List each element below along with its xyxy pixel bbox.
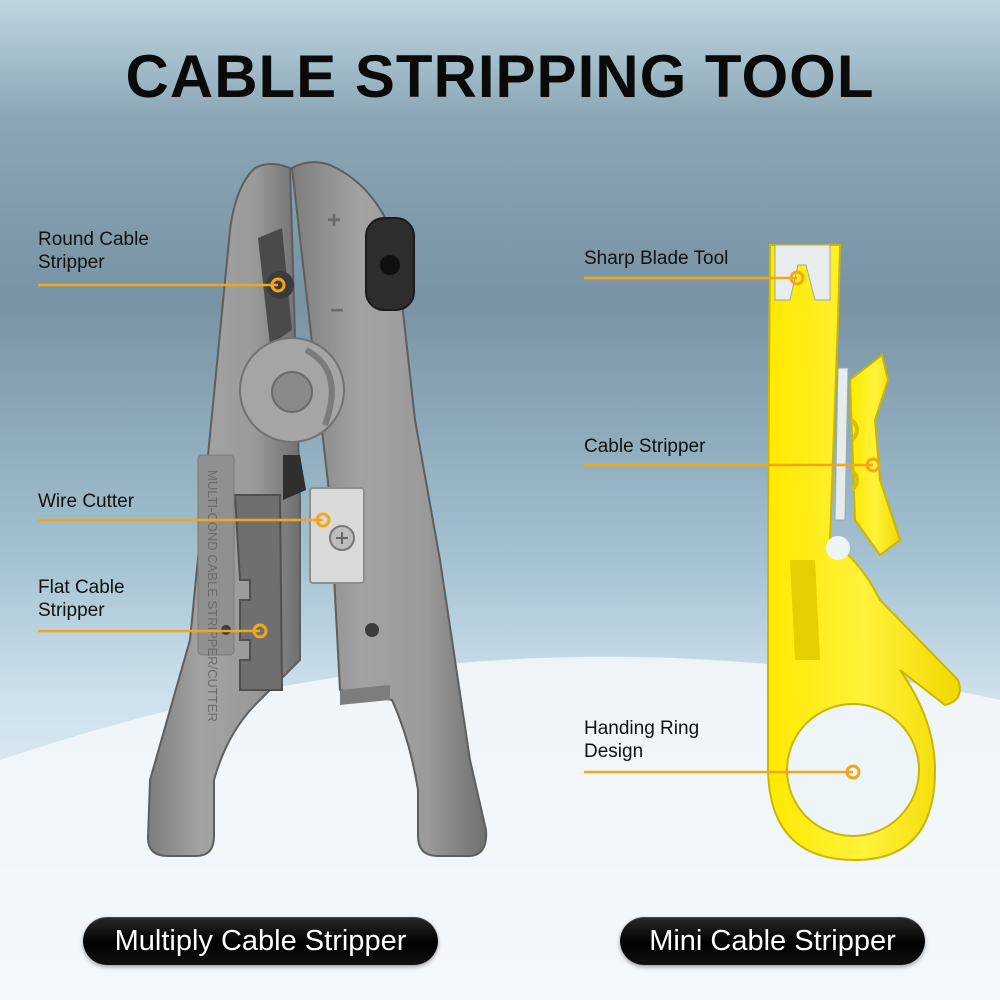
page-title: CABLE STRIPPING TOOL bbox=[125, 43, 875, 110]
callout-flat-cable-stripper: Flat Cable Stripper bbox=[38, 577, 125, 621]
sharp-blade bbox=[774, 244, 831, 301]
callout-handing-ring-design: Handing Ring Design bbox=[584, 718, 700, 762]
callout-cable-stripper: Cable Stripper bbox=[584, 436, 706, 457]
pivot-arc bbox=[304, 347, 335, 427]
label-multiply-cable-stripper: Multiply Cable Stripper bbox=[83, 917, 438, 965]
multi-cable-stripper: + − MULTI-COND CABLE STRIPPER/CUTTER bbox=[146, 161, 488, 857]
grip-recess bbox=[790, 560, 820, 660]
callout-dot bbox=[789, 270, 805, 286]
pivot-screw bbox=[271, 371, 313, 413]
adjustment-knob-hole bbox=[380, 255, 400, 275]
mini-cable-stripper bbox=[767, 244, 961, 862]
stripper-notches bbox=[850, 418, 859, 492]
rivet bbox=[365, 623, 379, 637]
cable-hole bbox=[826, 536, 850, 560]
callout-dot bbox=[845, 764, 861, 780]
round-cable-hole bbox=[266, 271, 294, 299]
side-blade bbox=[834, 367, 849, 521]
floor-curve bbox=[0, 656, 1000, 1000]
yellow-body bbox=[767, 244, 961, 862]
plus-symbol: + bbox=[327, 207, 341, 234]
callout-sharp-blade-tool: Sharp Blade Tool bbox=[584, 248, 729, 269]
tool-engraving: MULTI-COND CABLE STRIPPER/CUTTER bbox=[205, 470, 220, 722]
blade-screw-slot bbox=[336, 532, 348, 544]
callout-wire-cutter: Wire Cutter bbox=[38, 491, 135, 512]
callout-dot bbox=[865, 457, 881, 473]
engraving-panel bbox=[197, 454, 235, 656]
callout-dot bbox=[252, 623, 268, 639]
callout-dot bbox=[270, 277, 286, 293]
jaw-lip bbox=[340, 685, 390, 705]
wire-cutter-spring bbox=[283, 455, 306, 500]
yellow-lever bbox=[848, 353, 902, 557]
flat-cable-teeth bbox=[233, 494, 284, 691]
callout-dot bbox=[315, 512, 331, 528]
callout-lines bbox=[38, 270, 881, 780]
handing-ring-hole bbox=[786, 703, 920, 837]
minus-symbol: − bbox=[330, 297, 344, 324]
right-handle bbox=[290, 161, 488, 857]
callout-round-cable-stripper: Round Cable Stripper bbox=[38, 229, 149, 273]
label-mini-cable-stripper: Mini Cable Stripper bbox=[620, 917, 925, 965]
